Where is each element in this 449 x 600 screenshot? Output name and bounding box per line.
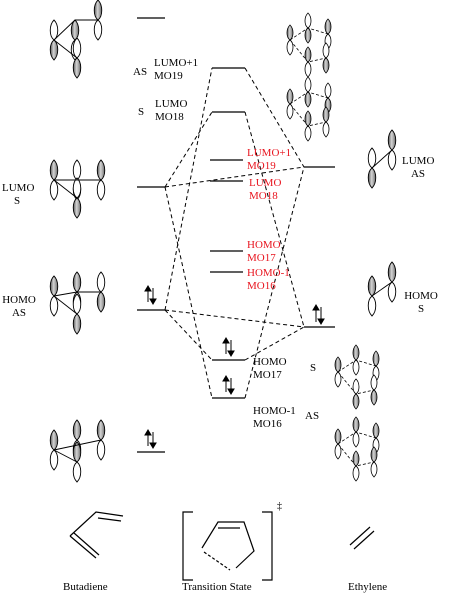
ts-lumo1-label: LUMO+1 MO19 [154, 57, 198, 83]
electron-pair-butadiene-psi1 [144, 429, 157, 449]
butadiene-homo-label: HOMO AS [2, 294, 36, 320]
red-homo1-name: HOMO-1 [247, 267, 290, 279]
transition-state-caption: Transition State [182, 581, 252, 593]
ts-homo1-mo: MO16 [253, 418, 282, 430]
ts-lumo-name: LUMO [155, 98, 188, 110]
butadiene-psi4-orbital [49, 0, 103, 79]
correlation-lines [164, 67, 305, 399]
ts-lumo-label: LUMO MO18 [155, 98, 187, 124]
ts-homo1-orbital [334, 416, 380, 482]
ts-lumo-mo: MO18 [155, 111, 184, 123]
butadiene-psi1-orbital [49, 419, 106, 483]
butadiene-lumo-symmetry: S [13, 195, 21, 207]
ethylene-homo-label: HOMO S [404, 290, 438, 316]
ethylene-lumo-symmetry: AS [410, 168, 426, 180]
ts-homo-name: HOMO [253, 356, 287, 368]
butadiene-homo-orbital [49, 271, 106, 335]
electron-pair-ts-homo1 [222, 375, 235, 395]
ts-homo1-name: HOMO-1 [253, 405, 296, 417]
ts-homo-symmetry: S [310, 362, 317, 374]
ts-homo1-label: HOMO-1 MO16 [253, 405, 296, 431]
ts-lumo1-orbital [286, 12, 332, 78]
ts-lumo1-mo: MO19 [154, 70, 183, 82]
red-homo-label: HOMO MO17 [247, 239, 281, 265]
ethylene-lumo-label: LUMO AS [402, 155, 434, 181]
ethylene-lumo-name: LUMO [402, 155, 435, 167]
ethylene-homo-symmetry: S [417, 303, 425, 315]
red-homo1-label: HOMO-1 MO16 [247, 267, 290, 293]
butadiene-lumo-name: LUMO [2, 182, 35, 194]
electron-pair-ts-homo [222, 337, 235, 357]
transition-state-structure [182, 511, 273, 581]
electron-pair-butadiene-homo [144, 285, 157, 305]
ts-lumo1-symmetry: AS [133, 66, 148, 78]
red-homo1-mo: MO16 [247, 280, 276, 292]
butadiene-homo-name: HOMO [2, 294, 36, 306]
electron-pair-ethylene-homo [312, 304, 325, 325]
ethylene-lumo-orbital [367, 129, 397, 189]
ethylene-homo-orbital [367, 261, 397, 317]
ts-homo-label: HOMO MO17 [253, 356, 287, 382]
energy-levels [137, 17, 335, 453]
ts-lumo-symmetry: S [138, 106, 145, 118]
ts-homo-mo: MO17 [253, 369, 282, 381]
ts-homo-orbital [334, 344, 380, 410]
butadiene-lumo-orbital [49, 159, 106, 219]
red-lumo1-name: LUMO+1 [247, 147, 292, 159]
ethylene-homo-name: HOMO [404, 290, 438, 302]
ts-homo1-symmetry: AS [305, 410, 320, 422]
ethylene-caption: Ethylene [348, 581, 388, 593]
red-lumo1-label: LUMO+1 MO19 [247, 147, 291, 173]
butadiene-caption: Butadiene [63, 581, 108, 593]
red-homo-name: HOMO [247, 239, 281, 251]
red-homo-mo: MO17 [247, 252, 276, 264]
butadiene-homo-symmetry: AS [11, 307, 27, 319]
butadiene-lumo-label: LUMO S [2, 182, 35, 208]
ts-lumo1-name: LUMO+1 [154, 57, 199, 69]
red-lumo-mo: MO18 [249, 190, 278, 202]
red-lumo-name: LUMO [249, 177, 282, 189]
butadiene-structure [69, 511, 124, 559]
red-lumo-label: LUMO MO18 [249, 177, 281, 203]
transition-state-dagger: ‡ [277, 501, 282, 512]
ts-lumo-orbital [286, 76, 332, 142]
ethylene-structure [349, 526, 375, 550]
electron-pairs [144, 285, 325, 449]
red-lumo1-mo: MO19 [247, 160, 276, 172]
